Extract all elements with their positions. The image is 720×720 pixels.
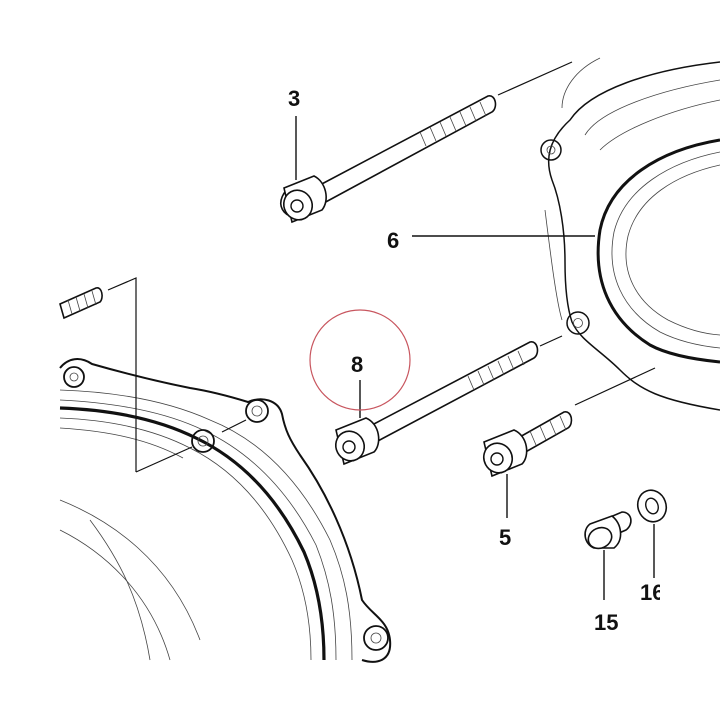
left-housing-cover bbox=[59, 358, 392, 663]
highlight-circle bbox=[309, 309, 411, 411]
washer-16 bbox=[636, 489, 668, 523]
bolt-5 bbox=[482, 411, 573, 478]
label-part-8: 8 bbox=[351, 352, 363, 377]
right-housing-cover bbox=[497, 57, 720, 411]
left-bracket-lines bbox=[107, 277, 247, 473]
label-part-6: 6 bbox=[387, 228, 399, 253]
plug-15 bbox=[584, 511, 632, 550]
label-part-3: 3 bbox=[288, 86, 300, 111]
bolt-8 bbox=[334, 335, 563, 466]
label-part-15: 15 bbox=[594, 610, 618, 635]
bolt-3 bbox=[280, 95, 497, 224]
right-edge-crop bbox=[660, 560, 720, 620]
leader-lines bbox=[295, 116, 655, 600]
partial-bolt-left bbox=[59, 287, 103, 320]
label-part-5: 5 bbox=[499, 525, 511, 550]
